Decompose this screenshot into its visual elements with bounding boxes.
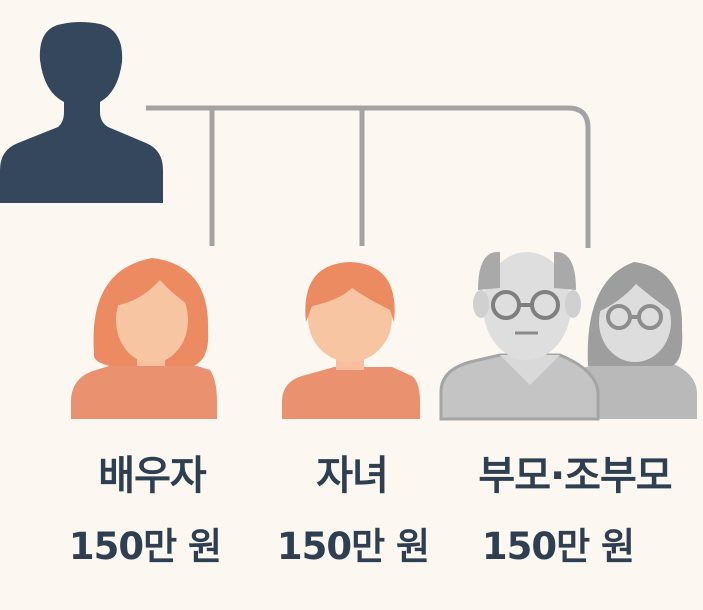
deduction-amount-spouse: 150만 원 (68, 525, 222, 568)
connector-lines (146, 105, 591, 248)
dependent-name-spouse: 배우자 (98, 453, 206, 499)
deduction-amount-child: 150만 원 (276, 525, 430, 568)
spouse-woman-icon (71, 258, 217, 419)
dependent-name-parents: 부모·조부모 (478, 453, 672, 499)
child-icon (282, 262, 420, 419)
elderly-couple-icon (439, 251, 697, 421)
taxpayer-silhouette-icon (0, 22, 163, 203)
deduction-amount-parents: 150만 원 (481, 525, 635, 568)
dependent-name-child: 자녀 (316, 453, 389, 499)
